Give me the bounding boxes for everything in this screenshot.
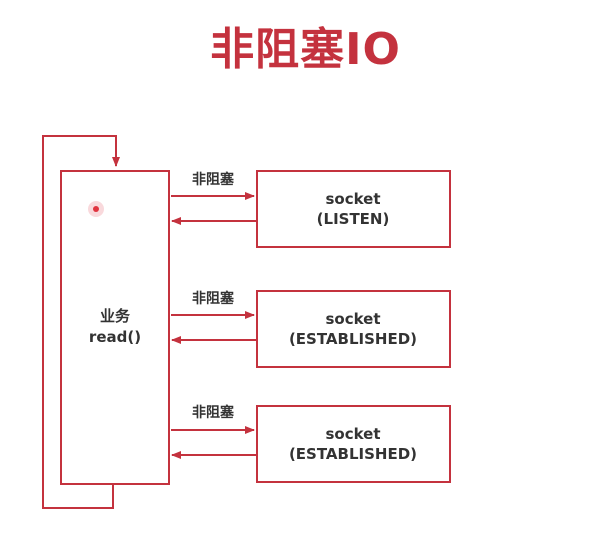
business-read-label: read() xyxy=(89,328,141,346)
business-box xyxy=(60,170,170,485)
arrow-label-nonblocking: 非阻塞 xyxy=(192,404,235,421)
socket-state-label: (LISTEN) xyxy=(317,210,390,228)
socket-label: socket xyxy=(325,310,380,328)
cursor-dot xyxy=(93,206,99,212)
loop-arrow xyxy=(42,135,120,509)
socket-state-label: (ESTABLISHED) xyxy=(289,445,417,463)
socket-box-established xyxy=(256,405,451,483)
socket-state-label: (ESTABLISHED) xyxy=(289,330,417,348)
diagram-title: 非阻塞IO xyxy=(210,24,401,75)
arrow-label-nonblocking: 非阻塞 xyxy=(192,171,235,188)
socket-box-established xyxy=(256,290,451,368)
socket-label: socket xyxy=(325,190,380,208)
socket-box-listen xyxy=(256,170,451,248)
business-label: 业务 xyxy=(100,307,131,325)
arrow-label-nonblocking: 非阻塞 xyxy=(192,290,235,307)
socket-label: socket xyxy=(325,425,380,443)
